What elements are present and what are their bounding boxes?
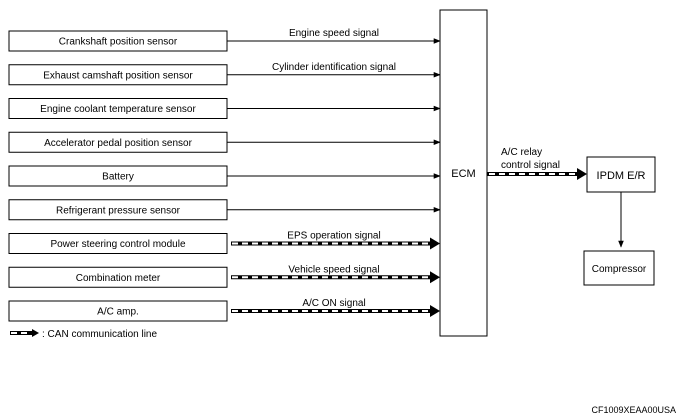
compressor-label: Compressor bbox=[592, 264, 647, 275]
relay-signal-line2: control signal bbox=[501, 160, 560, 171]
ecm-box bbox=[439, 9, 488, 337]
sensor-label: Engine coolant temperature sensor bbox=[40, 104, 196, 115]
ecm-label: ECM bbox=[451, 168, 475, 180]
sensor-label: A/C amp. bbox=[97, 307, 139, 318]
sensor-box bbox=[8, 300, 228, 322]
sensor-label: Battery bbox=[102, 172, 134, 183]
can-legend-symbol bbox=[10, 329, 39, 337]
sensor-label: Refrigerant pressure sensor bbox=[56, 205, 181, 216]
signal-label: Cylinder identification signal bbox=[272, 62, 396, 73]
sensor-label: Accelerator pedal position sensor bbox=[44, 138, 193, 149]
sensor-label: Power steering control module bbox=[50, 239, 186, 250]
can-legend-label: : CAN communication line bbox=[42, 329, 157, 340]
can-signal-line bbox=[231, 305, 440, 317]
relay-can-line bbox=[487, 168, 587, 180]
compressor-box bbox=[583, 250, 655, 286]
signal-label: Vehicle speed signal bbox=[288, 264, 379, 275]
sensor-box bbox=[8, 266, 228, 288]
ipdm-label: IPDM E/R bbox=[597, 170, 646, 182]
figure-reference: CF1009XEAA00USA bbox=[591, 405, 676, 415]
signal-label: Engine speed signal bbox=[289, 28, 379, 39]
sensor-label: Crankshaft position sensor bbox=[59, 37, 178, 48]
sensor-label: Exhaust camshaft position sensor bbox=[43, 70, 193, 81]
sensor-label: Combination meter bbox=[76, 273, 161, 284]
can-signal-line bbox=[231, 237, 440, 250]
sensor-box bbox=[8, 233, 228, 254]
signal-label: EPS operation signal bbox=[287, 231, 380, 242]
can-signal-line bbox=[231, 271, 440, 284]
signal-label: A/C ON signal bbox=[302, 298, 365, 309]
relay-signal-line1: A/C relay bbox=[501, 147, 542, 158]
ipdm-box bbox=[586, 156, 656, 193]
